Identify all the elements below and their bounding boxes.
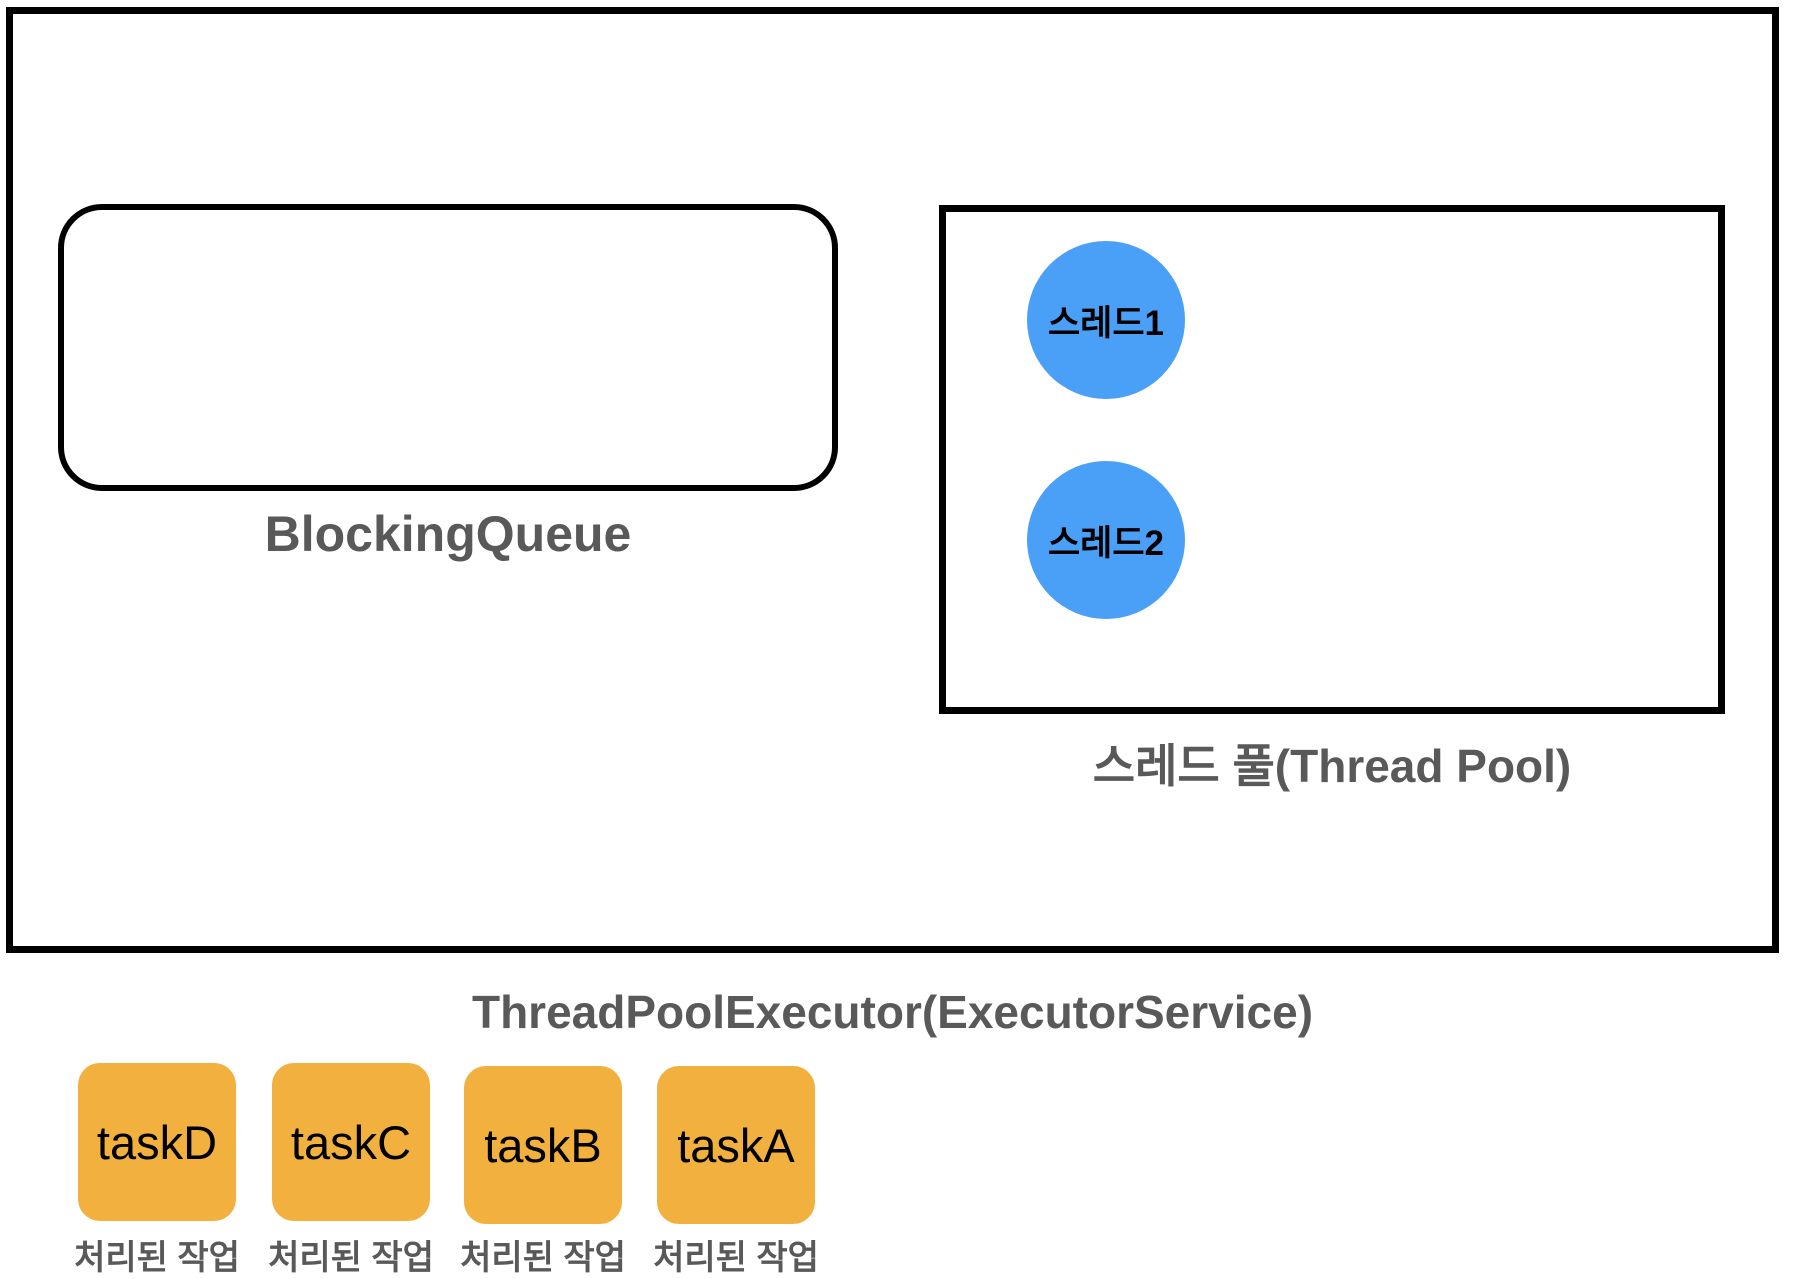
task-a-box: taskA <box>657 1066 815 1224</box>
task-c-box: taskC <box>272 1063 430 1221</box>
task-c-caption: 처리된 작업 <box>268 1239 434 1277</box>
task-a-label: taskA <box>677 1118 795 1172</box>
thread-pool-box <box>939 205 1725 714</box>
task-b-label: taskB <box>484 1118 602 1172</box>
task-c-label: taskC <box>290 1115 412 1169</box>
thread-1-node: 스레드1 <box>1027 241 1185 399</box>
thread-2-label: 스레드2 <box>1047 523 1165 563</box>
executor-container <box>6 7 1779 953</box>
thread-pool-label: 스레드 풀(Thread Pool) <box>1092 740 1572 792</box>
thread-1-label: 스레드1 <box>1047 303 1165 343</box>
task-d-label: taskD <box>96 1115 218 1169</box>
task-d-box: taskD <box>78 1063 236 1221</box>
task-b-box: taskB <box>464 1066 622 1224</box>
task-b-caption: 처리된 작업 <box>460 1239 626 1277</box>
blocking-queue-label: BlockingQueue <box>264 506 632 562</box>
thread-2-node: 스레드2 <box>1027 461 1185 619</box>
blocking-queue-box <box>58 204 838 491</box>
task-a-caption: 처리된 작업 <box>653 1239 819 1277</box>
executor-label: ThreadPoolExecutor(ExecutorService) <box>471 986 1314 1038</box>
task-d-caption: 처리된 작업 <box>74 1239 240 1277</box>
